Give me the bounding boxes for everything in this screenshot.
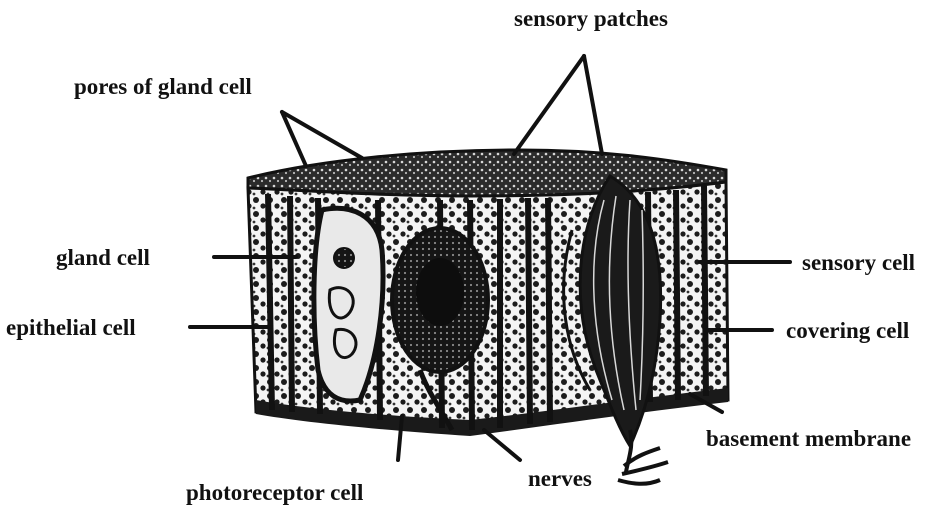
label-sensory-cell: sensory cell — [802, 250, 915, 275]
label-sensory-patches: sensory patches — [514, 6, 668, 31]
label-nerves: nerves — [528, 466, 592, 491]
label-epithelial-cell: epithelial cell — [6, 315, 136, 340]
label-pores-of-gland-cell: pores of gland cell — [74, 74, 252, 99]
gland-cell-shape — [314, 208, 383, 401]
label-photoreceptor-cell: photoreceptor cell — [186, 480, 363, 505]
label-covering-cell: covering cell — [786, 318, 909, 343]
label-basement-membrane: basement membrane — [706, 426, 911, 451]
label-gland-cell: gland cell — [56, 245, 150, 270]
